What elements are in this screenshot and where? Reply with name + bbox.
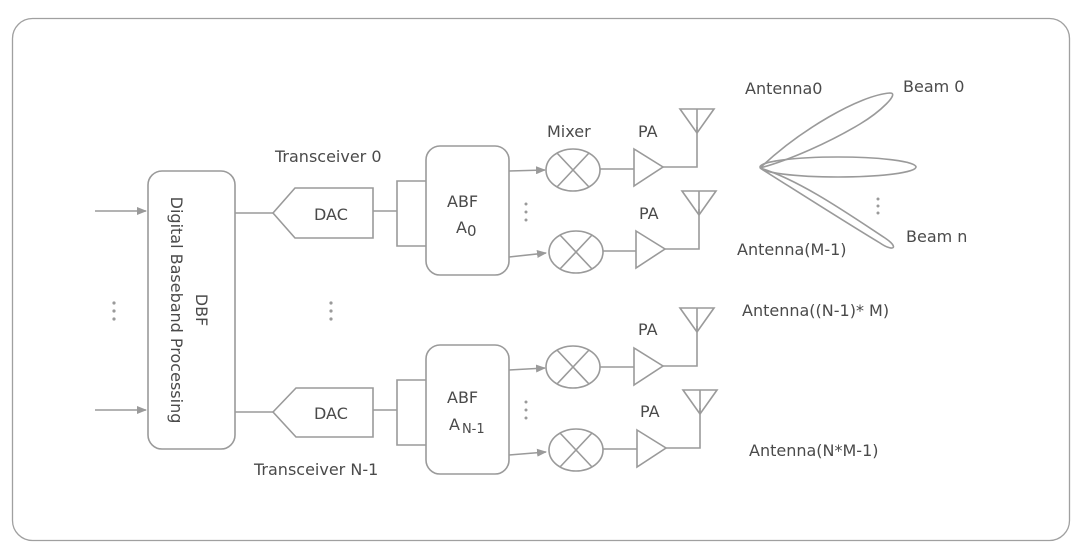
abf-index-0: A0 bbox=[456, 218, 477, 240]
dac-block-n-1 bbox=[271, 387, 374, 438]
mixer-icon bbox=[545, 148, 601, 192]
abf-label-n-1: ABF bbox=[447, 388, 478, 407]
pa-label-0a: PA bbox=[638, 122, 658, 141]
mixer-icon bbox=[545, 345, 601, 389]
pa-amplifier-icon bbox=[636, 428, 668, 469]
pa-amplifier-icon bbox=[635, 229, 667, 270]
pa-amplifier-icon bbox=[633, 147, 665, 188]
dbf-block bbox=[147, 170, 236, 450]
ellipsis-inputs bbox=[112, 301, 116, 321]
abf-block-n-1 bbox=[425, 344, 510, 475]
beam-n-label: Beam n bbox=[906, 227, 967, 246]
ellipsis-beams bbox=[876, 197, 880, 215]
abf-block-0 bbox=[425, 145, 510, 276]
beam-pattern bbox=[759, 92, 917, 249]
mixer-label: Mixer bbox=[547, 122, 591, 141]
mixer-icon bbox=[548, 428, 604, 472]
pa-amplifier-icon bbox=[633, 346, 665, 387]
ellipsis-paths-n-1 bbox=[524, 400, 528, 420]
antenna-icon bbox=[678, 108, 716, 135]
transceiver-0-label: Transceiver 0 bbox=[274, 147, 382, 166]
outer-frame bbox=[11, 17, 1071, 542]
dac-label-0: DAC bbox=[314, 205, 348, 224]
dac-block-0 bbox=[271, 187, 374, 239]
pa-label-1a: PA bbox=[638, 320, 658, 339]
beam-0-lobe bbox=[759, 92, 894, 169]
abf-label-0: ABF bbox=[447, 192, 478, 211]
dac-label-n-1: DAC bbox=[314, 404, 348, 423]
antenna-icon bbox=[678, 307, 716, 334]
ellipsis-paths-0 bbox=[524, 202, 528, 222]
dbf-title: DBF bbox=[192, 294, 211, 327]
transceiver-0: Transceiver 0 DAC ABF A0 Mixer PA bbox=[235, 108, 718, 276]
beam-0-label: Beam 0 bbox=[903, 77, 964, 96]
antenna-0-label: Antenna0 bbox=[745, 79, 822, 98]
antenna-icon bbox=[681, 389, 719, 416]
pa-label-0b: PA bbox=[639, 204, 659, 223]
antenna-icon bbox=[680, 190, 718, 217]
pa-label-1b: PA bbox=[640, 402, 660, 421]
beam-mid-lobe bbox=[759, 156, 917, 178]
beam-n-lobe bbox=[759, 167, 895, 249]
transceiver-n-1-label: Transceiver N-1 bbox=[253, 460, 378, 479]
antenna-n-1-m-label: Antenna((N-1)* M) bbox=[742, 301, 889, 320]
antenna-nm-1-label: Antenna(N*M-1) bbox=[749, 441, 879, 460]
ellipsis-transceivers bbox=[329, 301, 333, 321]
antenna-m-1-label: Antenna(M-1) bbox=[737, 240, 847, 259]
dbf-subtitle: Digital Baseband Processing bbox=[167, 197, 186, 424]
mixer-icon bbox=[548, 230, 604, 274]
